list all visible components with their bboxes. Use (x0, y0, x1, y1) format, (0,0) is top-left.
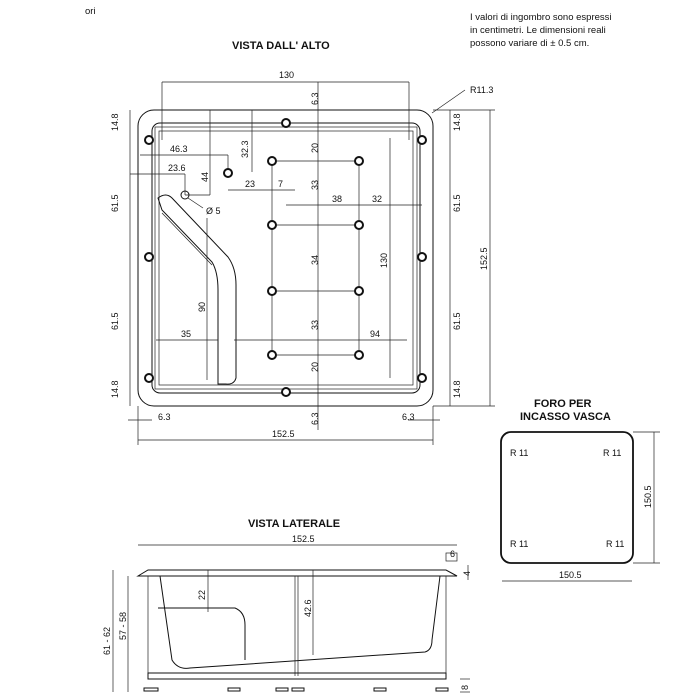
dim-20-bottom: 20 (310, 362, 320, 372)
dim-152-5-right: 152.5 (479, 247, 489, 270)
drain-hole (180, 190, 190, 200)
dim-34: 34 (310, 255, 320, 265)
dim-23-6: 23.6 (168, 163, 186, 173)
note-line-3: possono variare di ± 0.5 cm. (470, 38, 589, 49)
dim-14-8-left-top: 14.8 (110, 113, 120, 131)
dim-61-5-right-lower: 61.5 (452, 312, 462, 330)
side-seat-depth: 22 (197, 590, 207, 600)
feet (143, 687, 449, 692)
side-length: 152.5 (292, 534, 315, 544)
dim-152-5-bottom: 152.5 (272, 429, 295, 439)
dim-14-8-right-bottom: 14.8 (452, 380, 462, 398)
cutout-height: 150.5 (643, 485, 653, 508)
dim-61-5-left-upper: 61.5 (110, 194, 120, 212)
dim-90: 90 (197, 302, 207, 312)
dim-6-3-left: 6.3 (158, 412, 171, 422)
side-rim-height: 4 (462, 571, 472, 576)
side-view: VISTA LATERALE 152.5 22 42.6 61 - 62 57 … (102, 518, 472, 693)
dim-61-5-left-lower: 61.5 (110, 312, 120, 330)
side-feet-height: 8 (460, 685, 470, 690)
drain-diameter-label: Ø 5 (206, 206, 221, 216)
dim-130-vertical: 130 (379, 253, 389, 268)
dim-35: 35 (181, 329, 191, 339)
dim-7: 7 (278, 179, 283, 189)
cutout-radius-bl: R 11 (510, 539, 528, 549)
dim-6-3-right: 6.3 (402, 412, 415, 422)
dim-6-3-bottom: 6.3 (310, 412, 320, 425)
side-depth: 42.6 (303, 599, 313, 617)
dim-32-3: 32.3 (240, 140, 250, 158)
cutout-view: FORO PER INCASSO VASCA R 11 R 11 R 11 R … (500, 398, 660, 582)
dim-38: 38 (332, 194, 342, 204)
dim-6-3-top: 6.3 (310, 92, 320, 105)
dim-23: 23 (245, 179, 255, 189)
side-view-title: VISTA LATERALE (248, 518, 340, 530)
radius-label: R11.3 (470, 85, 493, 95)
dim-61-5-right-upper: 61.5 (452, 194, 462, 212)
dim-94: 94 (370, 329, 380, 339)
dim-32: 32 (372, 194, 382, 204)
cutout-width: 150.5 (559, 570, 582, 580)
side-body-height: 57 - 58 (118, 612, 128, 640)
dim-33-bottom: 33 (310, 320, 320, 330)
cutout-radius-tl: R 11 (510, 448, 528, 458)
side-total-height: 61 - 62 (102, 627, 112, 655)
cutout-radius-br: R 11 (606, 539, 624, 549)
cutout-title-1: FORO PER (534, 398, 592, 410)
side-rim-width: 6 (450, 549, 455, 559)
dim-44: 44 (200, 172, 210, 182)
cutout-radius-tr: R 11 (603, 448, 621, 458)
dim-20-top: 20 (310, 143, 320, 153)
note-line-2: in centimetri. Le dimensioni reali (470, 25, 606, 36)
top-view: VISTA DALL' ALTO 130 152.5 6.3 6.3 14.8 … (110, 40, 495, 445)
cutout-title-2: INCASSO VASCA (520, 411, 611, 423)
dim-130-top: 130 (279, 70, 294, 80)
dim-46-3: 46.3 (170, 144, 188, 154)
note-line-1: I valori di ingombro sono espressi (470, 12, 612, 23)
top-view-title: VISTA DALL' ALTO (232, 40, 330, 52)
header-fragment: ori (85, 6, 96, 17)
dim-14-8-right-top: 14.8 (452, 113, 462, 131)
dim-33-top: 33 (310, 180, 320, 190)
mounting-holes (144, 118, 427, 397)
dim-14-8-left-bottom: 14.8 (110, 380, 120, 398)
